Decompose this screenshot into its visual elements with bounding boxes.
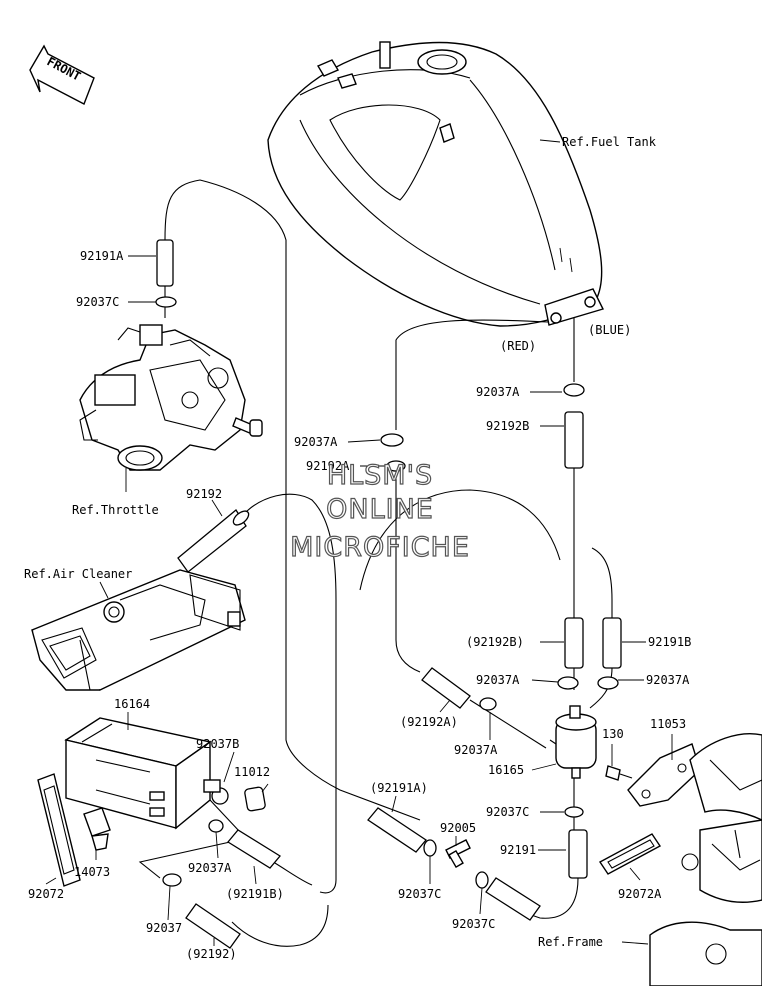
label-92192A-small: 92192A	[306, 459, 350, 473]
hose-92192	[177, 509, 250, 573]
label-92037A-r2: 92037A	[646, 673, 690, 687]
label-92037A-m2: 92037A	[454, 743, 498, 757]
label-blue: (BLUE)	[588, 323, 631, 337]
label-92037A-l: 92037A	[294, 435, 338, 449]
hose-92192-bottom	[185, 903, 241, 949]
ref-throttle-label: Ref.Throttle	[72, 503, 159, 517]
canister-16164	[64, 717, 221, 830]
hose-92191	[568, 829, 588, 879]
hose-11012	[244, 786, 266, 812]
frame-drawing	[649, 733, 762, 986]
fuel-tank-drawing	[267, 41, 604, 327]
hose-92191B	[602, 617, 622, 669]
hose-92191A-paren	[367, 807, 427, 853]
label-92037A-b: 92037A	[188, 861, 232, 875]
fuel-filter-16165	[549, 705, 597, 779]
label-92191A-paren: (92191A)	[370, 781, 428, 795]
label-14073: 14073	[74, 865, 110, 879]
label-red: (RED)	[500, 339, 536, 353]
label-11012: 11012	[234, 765, 270, 779]
bracket-92072	[37, 773, 81, 887]
label-92192B-paren: (92192B)	[466, 635, 524, 649]
label-92037: 92037	[146, 921, 182, 935]
hose-92192A-paren	[421, 667, 471, 709]
label-92072A: 92072A	[618, 887, 662, 901]
label-92037A-m: 92037A	[476, 673, 520, 687]
label-92037C-b1: 92037C	[398, 887, 441, 901]
bolt-130	[605, 765, 633, 781]
label-92072: 92072	[28, 887, 64, 901]
label-16165: 16165	[488, 763, 524, 777]
hose-92191A	[156, 239, 174, 287]
bracket-92072A	[598, 833, 662, 875]
label-92037C-b2: 92037C	[452, 917, 495, 931]
ref-air-cleaner-label: Ref.Air Cleaner	[24, 567, 132, 581]
leader-lines	[45, 255, 673, 946]
label-92191B: 92191B	[648, 635, 691, 649]
label-130: 130	[602, 727, 624, 741]
label-92037C-top: 92037C	[76, 295, 119, 309]
label-92037B: 92037B	[196, 737, 239, 751]
watermark-line-1: HLSM'S	[327, 460, 433, 491]
label-92191: 92191	[500, 843, 536, 857]
watermark: HLSM'S ONLINE MICROFICHE	[289, 459, 470, 563]
watermark-line-3: MICROFICHE	[290, 532, 470, 563]
label-16164: 16164	[114, 697, 150, 711]
ref-frame-label: Ref.Frame	[538, 935, 603, 949]
label-92037A-r1: 92037A	[476, 385, 520, 399]
cap-14073	[83, 807, 111, 851]
label-11053: 11053	[650, 717, 686, 731]
ref-fuel-tank-label: Ref.Fuel Tank	[562, 135, 657, 149]
label-92037C-r: 92037C	[486, 805, 529, 819]
throttle-body-drawing	[79, 324, 263, 471]
label-92192A-paren: (92192A)	[400, 715, 458, 729]
label-92192-paren: (92192)	[186, 947, 237, 961]
label-92191B-paren: (92191B)	[226, 887, 284, 901]
hose-92037C-bottom-right	[485, 877, 541, 921]
watermark-line-2: ONLINE	[326, 494, 434, 525]
label-92005: 92005	[440, 821, 476, 835]
hose-92192B-paren	[564, 617, 584, 669]
fitting-92005	[445, 839, 471, 869]
hose-92192B	[564, 411, 584, 469]
front-arrow: FRONT	[29, 44, 95, 105]
air-cleaner-drawing	[31, 569, 246, 691]
label-92192: 92192	[186, 487, 222, 501]
hose-92191B-paren	[227, 829, 281, 869]
label-92192B: 92192B	[486, 419, 529, 433]
bracket-11053	[627, 743, 701, 807]
label-92191A: 92191A	[80, 249, 124, 263]
